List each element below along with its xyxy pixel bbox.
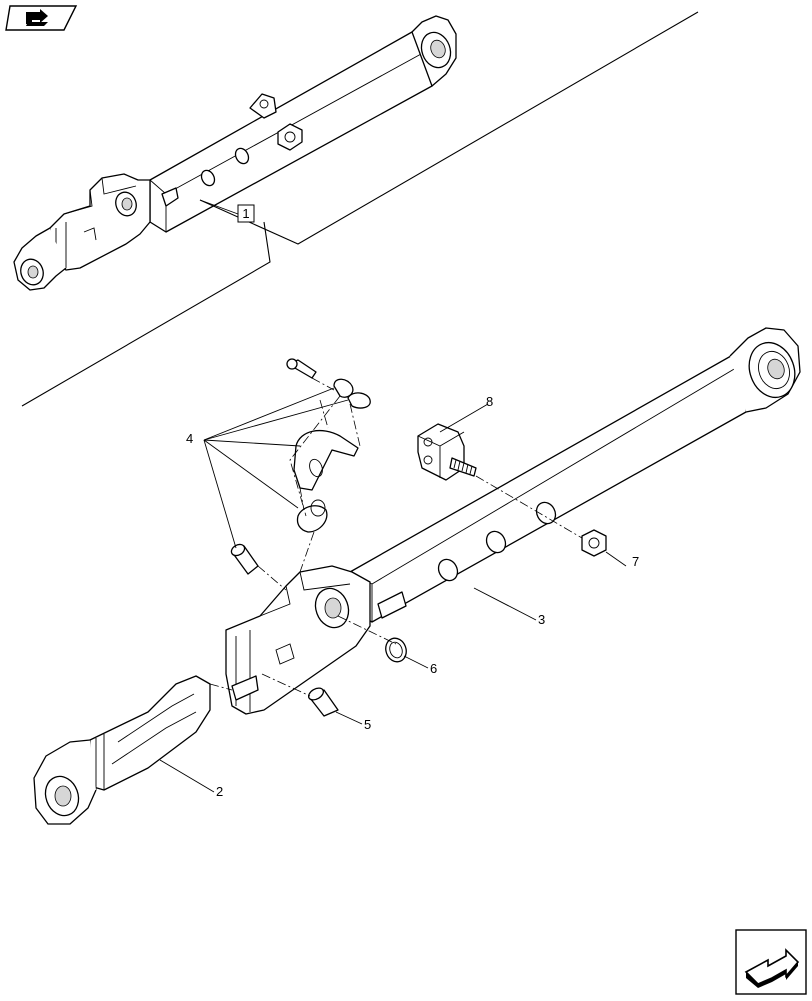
callout-8-label: 8	[486, 394, 493, 409]
pin-item-5	[307, 687, 339, 717]
hook-item-2	[33, 675, 211, 825]
ring-item-6	[385, 637, 407, 663]
callout-2-label: 2	[216, 784, 223, 799]
callout-1-label: 1	[242, 206, 249, 221]
lower-link-main-bar-item-3	[349, 327, 801, 623]
top-lower-link-assembly	[13, 15, 457, 291]
callout-6-label: 6	[430, 661, 437, 676]
back-arrow-icon[interactable]	[4, 4, 78, 32]
reference-leader-lines	[21, 11, 699, 407]
clevis-item-8	[417, 423, 477, 481]
next-page-arrow-icon[interactable]	[734, 928, 808, 996]
callout-4-label: 4	[186, 431, 193, 446]
callout-3-label: 3	[538, 612, 545, 627]
nut-item-7	[581, 529, 607, 557]
assembly-center-lines	[209, 377, 583, 697]
callout-leaders	[159, 387, 627, 793]
callout-1-box: 1	[237, 204, 255, 223]
callout-7-label: 7	[632, 554, 639, 569]
hook-housing	[225, 565, 371, 715]
callout-5-label: 5	[364, 717, 371, 732]
latch-parts-item-4	[230, 358, 371, 575]
